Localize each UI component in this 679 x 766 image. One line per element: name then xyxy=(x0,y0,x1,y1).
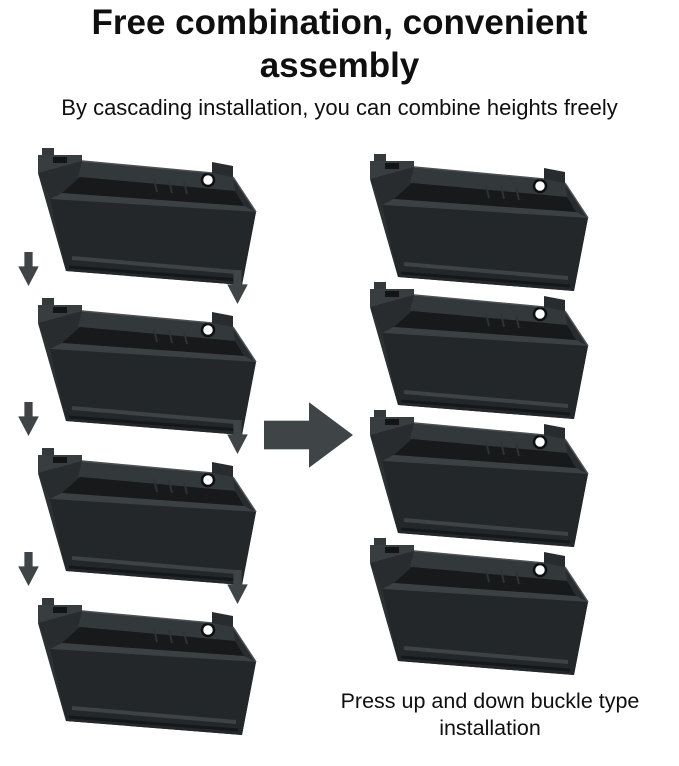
stack-down-arrow-icon xyxy=(18,252,39,287)
subheadline: By cascading installation, you can combi… xyxy=(61,95,618,121)
storage-bin-illustration xyxy=(368,408,590,550)
combine-arrow-icon xyxy=(264,398,354,472)
installation-caption: Press up and down buckle type installati… xyxy=(340,689,640,740)
storage-bin-illustration xyxy=(368,280,590,422)
storage-bin-illustration xyxy=(36,596,258,738)
storage-bin-illustration xyxy=(36,146,258,288)
stack-down-arrow-icon xyxy=(18,402,39,437)
storage-bin-illustration xyxy=(368,152,590,294)
stack-down-arrow-icon xyxy=(18,552,39,587)
storage-bin-illustration xyxy=(368,536,590,678)
stack-down-arrow-icon xyxy=(227,420,248,455)
storage-bin-illustration xyxy=(36,296,258,438)
stack-down-arrow-icon xyxy=(227,570,248,605)
stack-down-arrow-icon xyxy=(227,270,248,305)
storage-bin-illustration xyxy=(36,446,258,588)
headline: Free combination, convenient assembly xyxy=(91,3,588,85)
